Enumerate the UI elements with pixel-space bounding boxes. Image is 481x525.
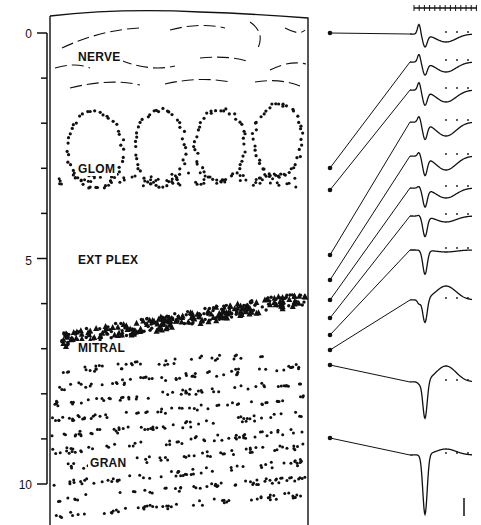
axis-tick <box>41 438 47 440</box>
bulb-section <box>50 11 308 525</box>
layer-name: EXT PLEX <box>76 253 140 267</box>
axis-number: 10 <box>17 478 34 492</box>
axis-tick <box>37 32 47 34</box>
axis-number: 5 <box>23 254 34 268</box>
layer-name: MITRAL <box>76 341 127 355</box>
layer-name: GRAN <box>88 456 129 470</box>
axis-tick <box>41 77 47 79</box>
axis-tick <box>41 348 47 350</box>
axis-tick <box>37 483 47 485</box>
layer-name: NERVE <box>76 50 123 64</box>
axis-tick <box>41 303 47 305</box>
field-potentials <box>328 5 477 516</box>
axis-tick <box>41 122 47 124</box>
axis-tick <box>37 258 47 260</box>
layer-name: GLOM <box>76 162 117 176</box>
axis-number: 0 <box>23 27 34 41</box>
axis-tick <box>41 213 47 215</box>
axis-tick <box>41 168 47 170</box>
axis-tick <box>41 393 47 395</box>
